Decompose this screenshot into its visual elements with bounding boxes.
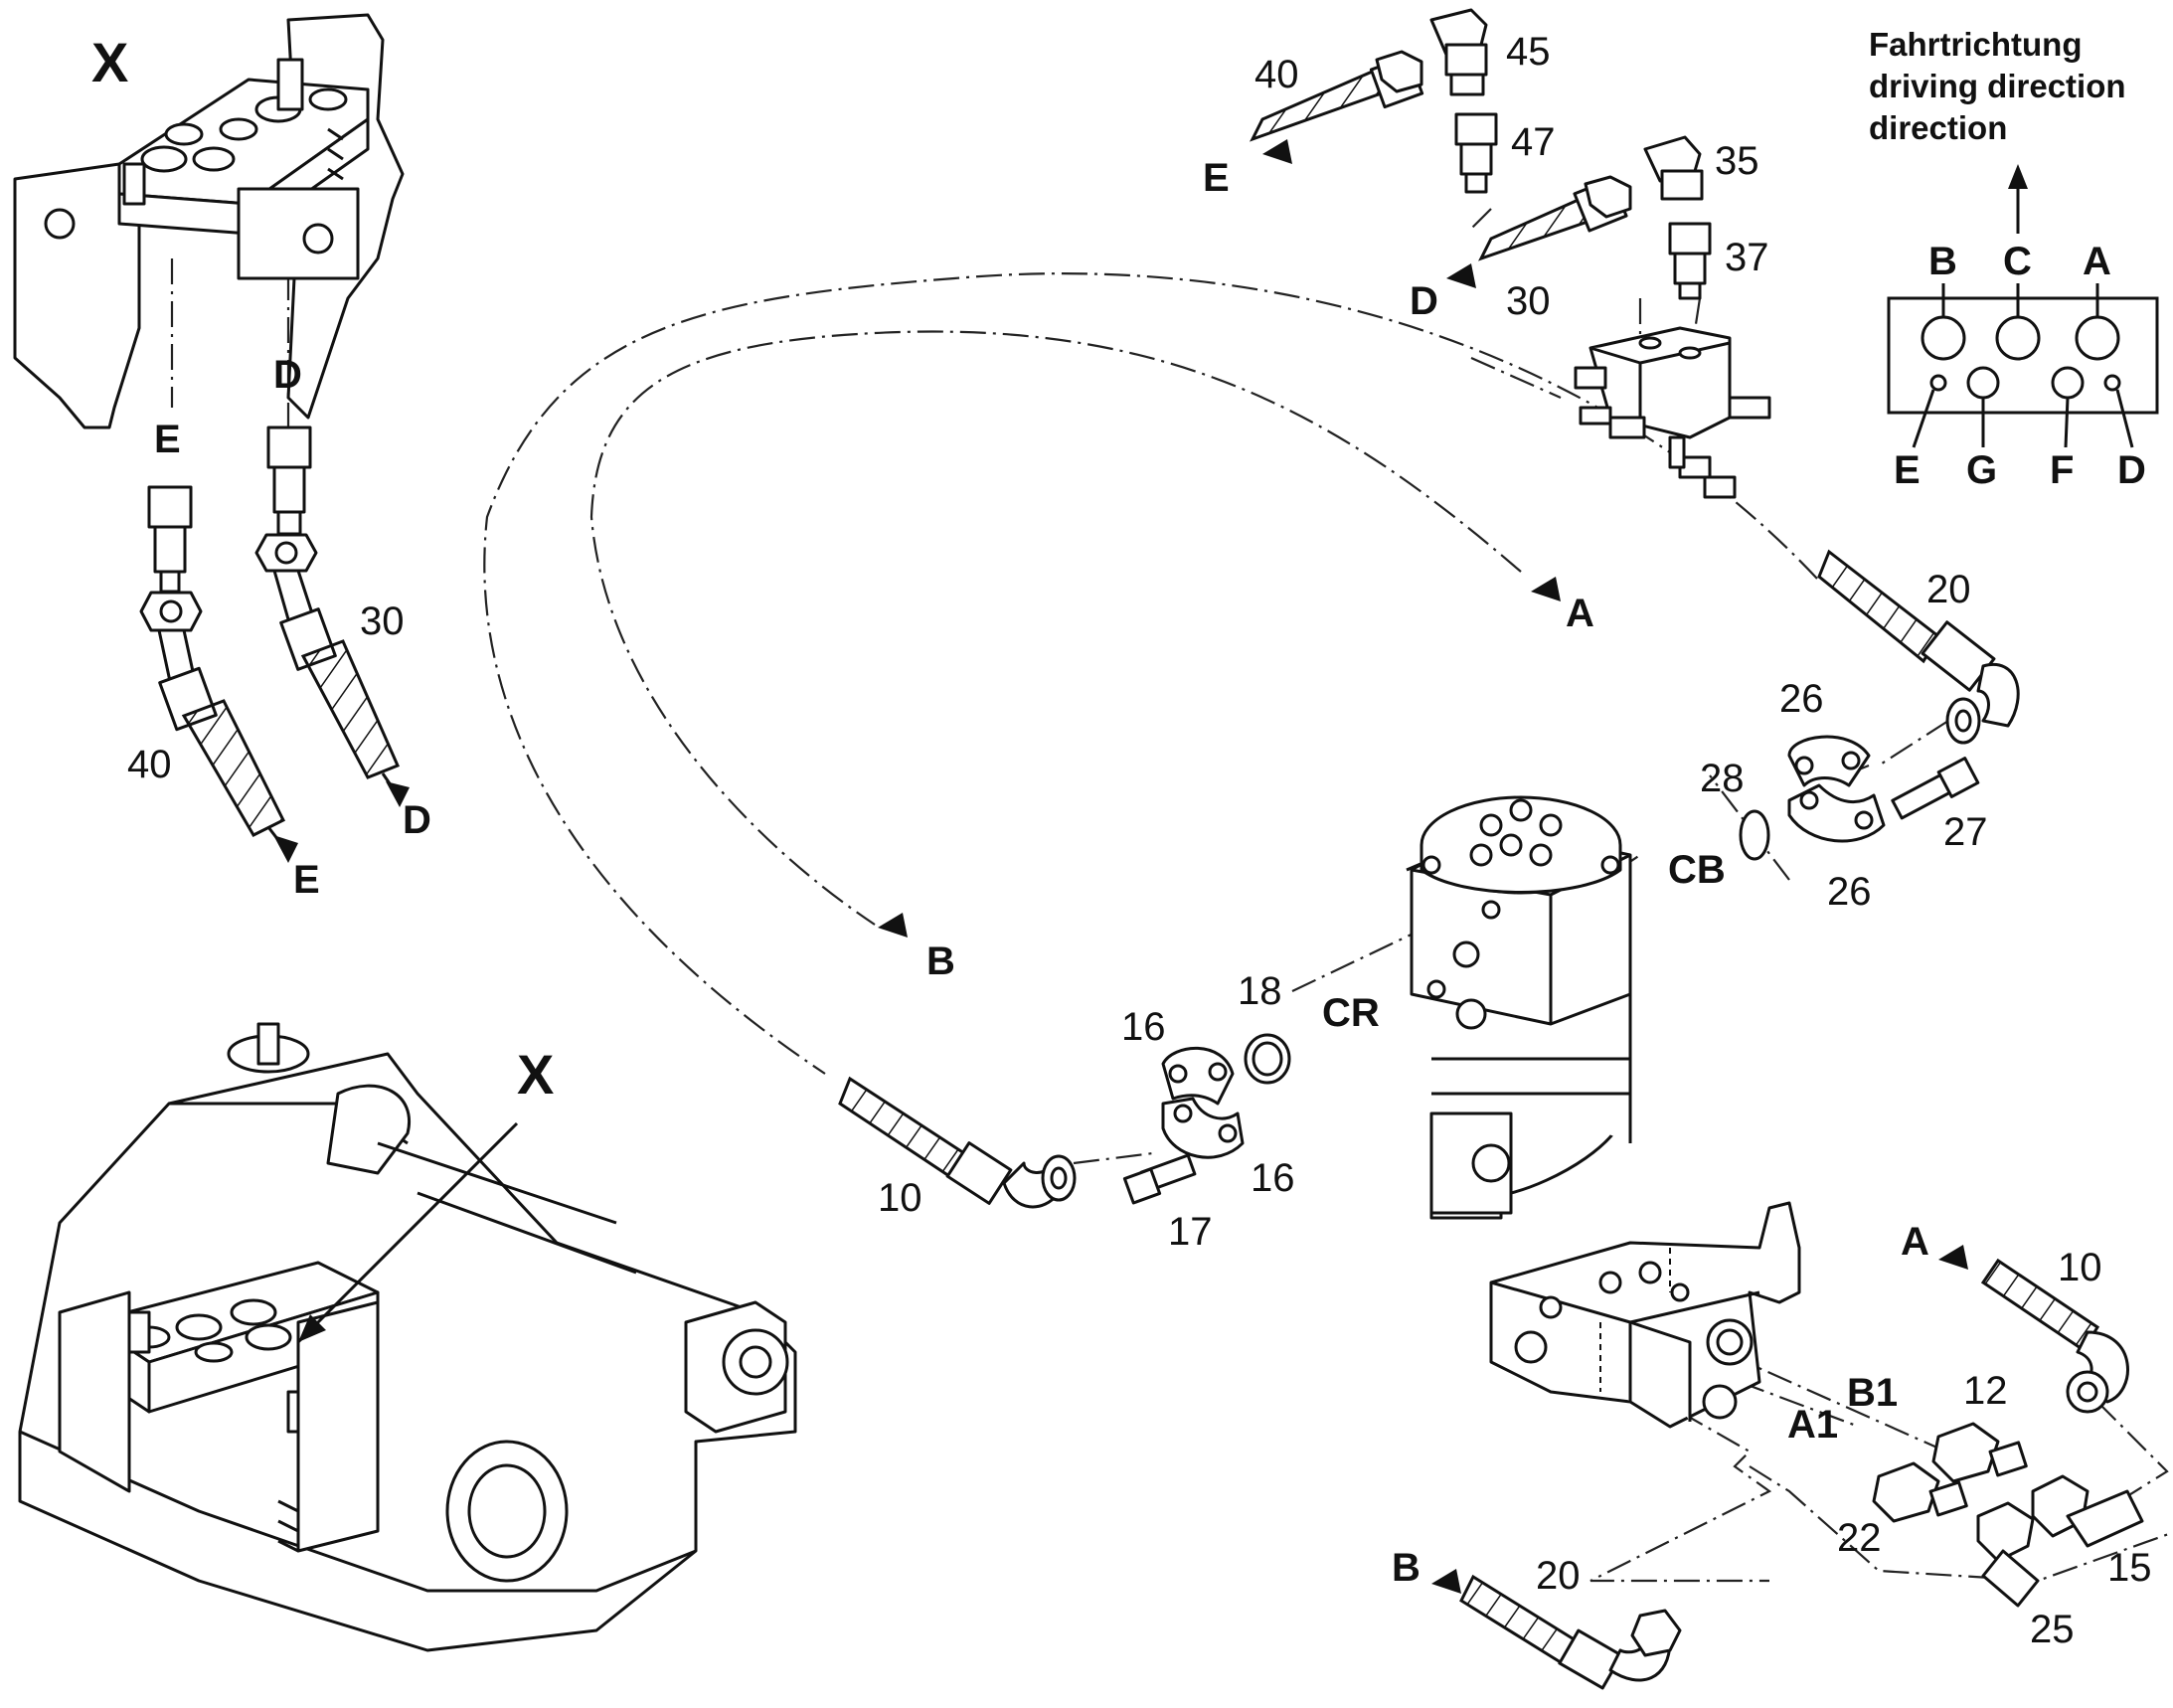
part-10-center: 10 <box>878 1176 922 1220</box>
label-cr: CR <box>1322 991 1380 1035</box>
direction-arrows <box>878 139 1968 1594</box>
fitting-d-detail <box>266 426 312 536</box>
flange-clamp-26-lower <box>1787 783 1886 843</box>
hose-20-upper <box>1817 549 2020 745</box>
label-a-center: A <box>1566 592 1594 635</box>
legend-port-top-c: C <box>2003 240 2032 283</box>
hose-30-top <box>1478 175 1632 261</box>
connection-labels: E D E D E D A B CB CR A B B1 A1 <box>154 156 1929 1590</box>
part-15: 15 <box>2107 1546 2152 1590</box>
part-18: 18 <box>1238 969 1282 1013</box>
fitting-e-detail <box>147 485 193 594</box>
part-16-lower: 16 <box>1251 1156 1295 1200</box>
o-ring-28 <box>1739 809 1770 861</box>
part-35: 35 <box>1715 139 1759 183</box>
hose-10-lower <box>1980 1258 2129 1414</box>
o-ring-18 <box>1244 1033 1291 1085</box>
label-e-top: E <box>1203 156 1230 200</box>
fitting-25 <box>1976 1501 2040 1608</box>
legend-port-top-b: B <box>1928 240 1957 283</box>
hose-30-detail <box>254 533 410 807</box>
port-legend: Fahrtrichtung driving direction directio… <box>1869 26 2159 492</box>
part-26-lower: 26 <box>1827 870 1872 914</box>
label-b-center: B <box>926 939 955 983</box>
small-valve-block <box>1574 326 1771 499</box>
part-40-detail: 40 <box>127 743 172 786</box>
legend-title-line-3: direction <box>1869 109 2007 146</box>
part-30-top: 30 <box>1506 279 1551 323</box>
flange-clamp-16-upper <box>1161 1046 1235 1106</box>
label-e-hose-end: E <box>293 858 320 902</box>
part-30-detail: 30 <box>360 599 405 643</box>
part-20-lower: 20 <box>1536 1554 1581 1598</box>
detail-x-assembly <box>13 13 405 429</box>
fitting-37 <box>1668 222 1712 300</box>
label-e-detail: E <box>154 418 181 461</box>
bolt-17 <box>1122 1153 1197 1205</box>
part-28: 28 <box>1700 757 1745 800</box>
fitting-22 <box>1872 1461 1968 1523</box>
label-b1: B1 <box>1847 1371 1898 1415</box>
label-a1: A1 <box>1787 1403 1838 1447</box>
label-cb: CB <box>1668 848 1726 892</box>
label-b-lower: B <box>1392 1546 1421 1590</box>
part-40-top: 40 <box>1254 53 1299 96</box>
fitting-45 <box>1429 8 1488 96</box>
direction-arrow-icon <box>2008 164 2028 189</box>
part-27: 27 <box>1943 810 1988 854</box>
legend-port-top-a: A <box>2083 240 2111 283</box>
part-45: 45 <box>1506 30 1551 74</box>
hose-40-detail <box>139 591 298 863</box>
part-22: 22 <box>1837 1516 1882 1560</box>
hose-40-top <box>1249 50 1424 142</box>
legend-port-bottom-e: E <box>1894 448 1921 492</box>
valve-block <box>1489 1201 1801 1429</box>
legend-title-line-2: driving direction <box>1869 68 2126 104</box>
legend-title-line-1: Fahrtrichtung <box>1869 26 2082 63</box>
legend-port-bottom-d: D <box>2117 448 2146 492</box>
part-26-upper: 26 <box>1779 677 1824 721</box>
part-16-upper: 16 <box>1121 1005 1166 1049</box>
fitting-35 <box>1643 135 1704 201</box>
part-12: 12 <box>1963 1369 2008 1413</box>
part-number-labels: 40 30 40 45 47 35 37 30 20 26 28 27 26 1… <box>127 30 2152 1651</box>
flange-clamp-16-lower <box>1161 1097 1245 1159</box>
part-10-lower: 10 <box>2058 1246 2102 1289</box>
label-d-top: D <box>1410 279 1438 323</box>
fitting-15 <box>2031 1474 2144 1548</box>
label-a-lower: A <box>1901 1220 1929 1264</box>
hose-10-center <box>838 1076 1077 1209</box>
part-37: 37 <box>1725 236 1769 279</box>
part-17: 17 <box>1168 1210 1213 1254</box>
part-20-upper: 20 <box>1926 568 1971 611</box>
label-d-hose-end: D <box>403 798 431 842</box>
fitting-12 <box>1931 1422 2028 1483</box>
legend-port-bottom-f: F <box>2050 448 2074 492</box>
legend-port-bottom-g: G <box>1966 448 1997 492</box>
part-47: 47 <box>1511 120 1556 164</box>
detail-x-mark: X <box>91 31 128 93</box>
rotary-union <box>1406 795 1632 1220</box>
label-d-detail: D <box>273 353 302 397</box>
detail-x-pointer-label: X <box>517 1043 554 1106</box>
bolt-27 <box>1891 757 1980 820</box>
fitting-47 <box>1454 112 1498 194</box>
part-25: 25 <box>2030 1608 2075 1651</box>
flange-clamp-26-upper <box>1787 735 1871 787</box>
hose-20-lower <box>1459 1574 1682 1690</box>
port-plate <box>1887 296 2159 415</box>
rotator-main-assembly <box>18 1022 797 1652</box>
